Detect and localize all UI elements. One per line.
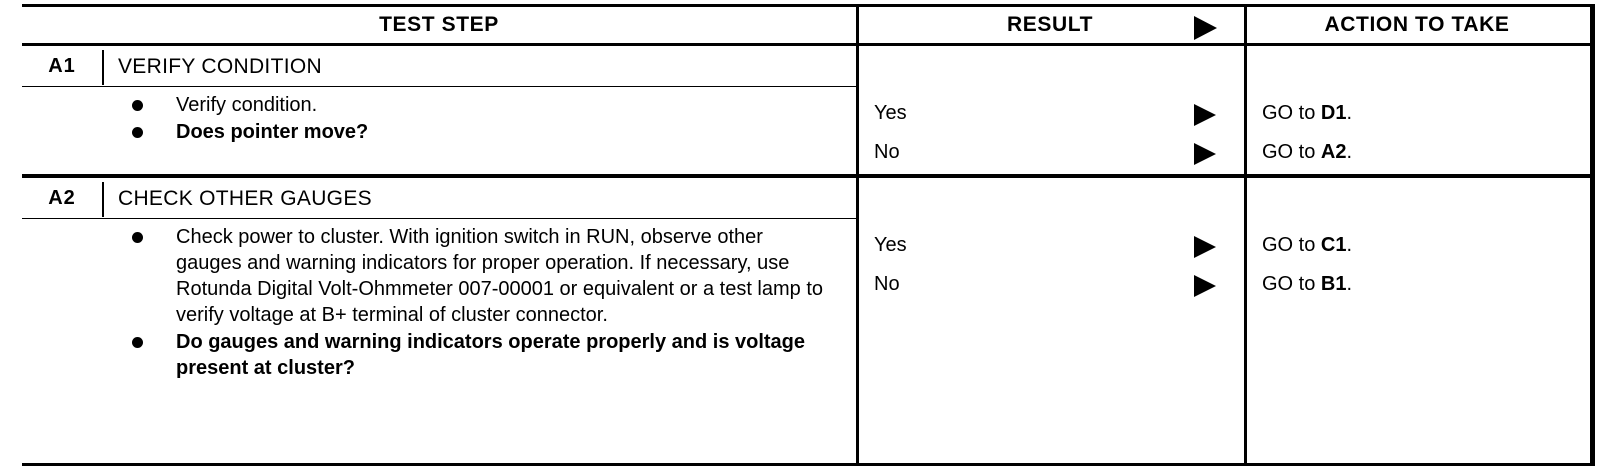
- step-title-row-a2: A2 CHECK OTHER GAUGES: [22, 178, 1590, 219]
- action-value: GO to A2.: [1262, 139, 1352, 165]
- action-suffix: .: [1346, 234, 1353, 256]
- result-value: Yes: [874, 102, 907, 124]
- test-step-row-a2: A2 CHECK OTHER GAUGES Check power to clu…: [22, 178, 1590, 466]
- right-triangle-icon: [1194, 104, 1216, 126]
- action-target: B1: [1320, 273, 1347, 295]
- right-triangle-icon: [1194, 143, 1216, 165]
- action-target: A2: [1320, 141, 1347, 163]
- list-item: Check power to cluster. With ignition sw…: [130, 224, 830, 328]
- step-title-row-a1: A1 VERIFY CONDITION: [22, 46, 1590, 87]
- step-title-a2: CHECK OTHER GAUGES: [118, 187, 372, 210]
- step-code-divider: [102, 182, 104, 217]
- step-title-hairline: [22, 86, 856, 87]
- action-value: GO to C1.: [1262, 232, 1352, 258]
- action-suffix: .: [1346, 141, 1353, 163]
- header-result: RESULT: [1006, 13, 1094, 36]
- bullet-dot-icon: [132, 232, 143, 243]
- result-value: No: [874, 141, 900, 163]
- table-frame: TEST STEP RESULT ACTION TO TAKE A1 VERIF…: [22, 4, 1595, 466]
- list-item: Does pointer move?: [130, 119, 830, 145]
- action-suffix: .: [1346, 102, 1353, 124]
- step-title-hairline: [22, 218, 856, 219]
- bullet-dot-icon: [132, 337, 143, 348]
- bullet-text: Check power to cluster. With ignition sw…: [176, 226, 824, 326]
- right-triangle-icon: [1194, 275, 1216, 297]
- step-bullets-a2: Check power to cluster. With ignition sw…: [130, 224, 830, 382]
- bullet-dot-icon: [132, 100, 143, 111]
- column-divider-action: [1244, 7, 1247, 463]
- bullet-text: Verify condition.: [176, 94, 318, 116]
- right-triangle-icon: [1194, 16, 1217, 40]
- bullet-text: Do gauges and warning indicators operate…: [176, 331, 806, 379]
- right-triangle-icon: [1194, 236, 1216, 258]
- action-prefix: GO to: [1262, 234, 1321, 256]
- step-code-a2: A2: [48, 187, 76, 209]
- action-prefix: GO to: [1262, 141, 1321, 163]
- step-bullets-a1: Verify condition. Does pointer move?: [130, 92, 830, 146]
- action-target: C1: [1320, 234, 1347, 256]
- step-code-divider: [102, 50, 104, 85]
- step-title-a1: VERIFY CONDITION: [118, 55, 322, 78]
- column-divider-result: [856, 7, 859, 463]
- action-value: GO to B1.: [1262, 271, 1352, 297]
- table-header-row: TEST STEP RESULT ACTION TO TAKE: [22, 7, 1590, 46]
- action-prefix: GO to: [1262, 102, 1321, 124]
- result-value: Yes: [874, 234, 907, 256]
- action-suffix: .: [1346, 273, 1353, 295]
- test-step-row-a1: A1 VERIFY CONDITION Verify condition. Do…: [22, 46, 1590, 178]
- bullet-dot-icon: [132, 127, 143, 138]
- list-item: Do gauges and warning indicators operate…: [130, 329, 830, 381]
- step-code-a1: A1: [48, 55, 76, 77]
- action-prefix: GO to: [1262, 273, 1321, 295]
- list-item: Verify condition.: [130, 92, 830, 118]
- header-test-step: TEST STEP: [379, 13, 499, 36]
- action-target: D1: [1320, 102, 1347, 124]
- result-value: No: [874, 273, 900, 295]
- header-action-to-take: ACTION TO TAKE: [1324, 13, 1510, 36]
- bullet-text: Does pointer move?: [176, 121, 369, 143]
- action-value: GO to D1.: [1262, 100, 1352, 126]
